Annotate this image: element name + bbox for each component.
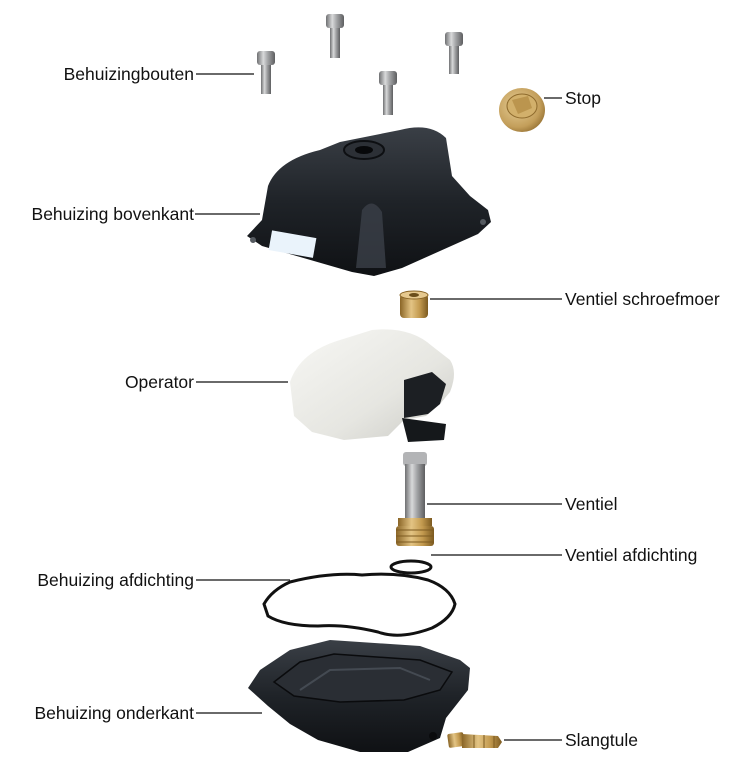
label-housing-top: Behuizing bovenkant — [32, 204, 195, 224]
valve-nut-part — [399, 290, 429, 318]
label-housing-bottom: Behuizing onderkant — [34, 703, 194, 723]
hose-barb-part — [447, 732, 502, 748]
label-valve-seal: Ventiel afdichting — [565, 545, 697, 565]
housing-bolt-3 — [257, 51, 275, 94]
label-valve-nut: Ventiel schroefmoer — [565, 289, 720, 309]
valve-seal-part — [389, 559, 433, 575]
label-housing-bolts: Behuizingbouten — [64, 64, 194, 84]
housing-bottom-part — [248, 640, 470, 752]
valve-part — [396, 452, 434, 546]
label-hose-barb: Slangtule — [565, 730, 638, 750]
housing-bolt-1 — [326, 14, 344, 58]
label-operator: Operator — [125, 372, 194, 392]
housing-seal-part — [262, 572, 457, 637]
plug-part — [499, 88, 545, 132]
label-plug: Stop — [565, 88, 601, 108]
operator-part — [290, 329, 454, 442]
label-valve: Ventiel — [565, 494, 618, 514]
housing-bolt-2 — [445, 32, 463, 74]
housing-top-part — [247, 127, 491, 276]
housing-bolt-4 — [379, 71, 397, 115]
label-housing-seal: Behuizing afdichting — [37, 570, 194, 590]
